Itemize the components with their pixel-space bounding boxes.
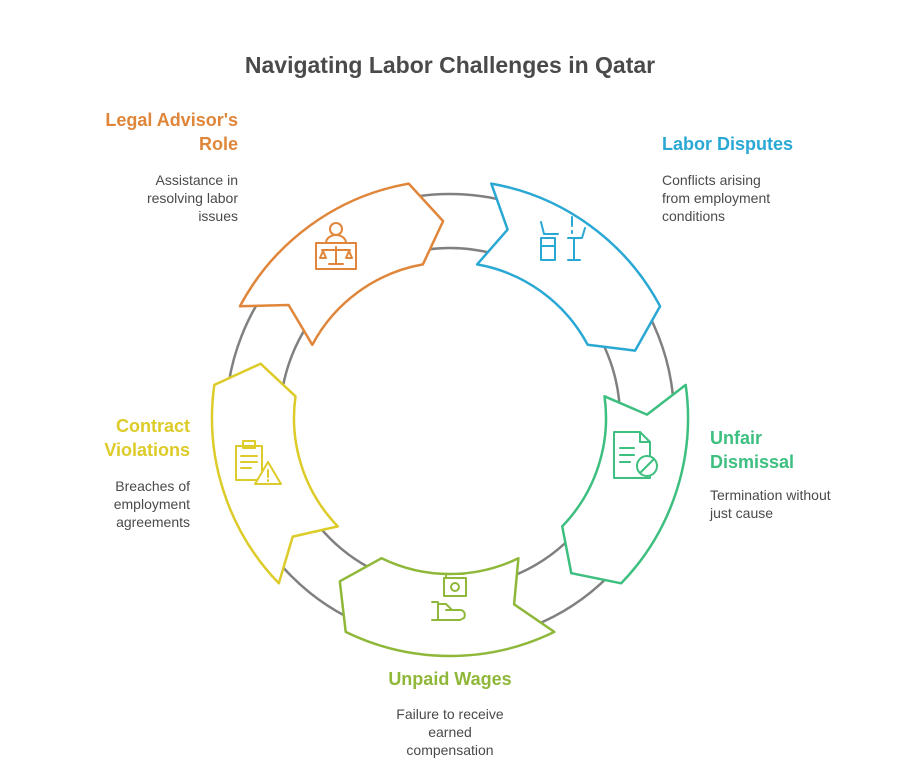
document-prohibited-icon xyxy=(613,431,658,479)
labor-disputes-description: Conflicts arising from employment condit… xyxy=(662,171,882,225)
page-title: Navigating Labor Challenges in Qatar xyxy=(244,52,656,78)
legal-advisor-heading-line2: Role xyxy=(198,134,238,154)
unfair-dismissal-heading: Unfair Dismissal xyxy=(710,426,890,474)
labor-disputes-heading-line1: Labor Disputes xyxy=(662,134,794,154)
legal-advisor-heading-line1: Legal Advisor's xyxy=(105,110,238,130)
unfair-dismissal-heading-line1: Unfair xyxy=(710,428,763,448)
unfair-dismissal-heading-line2: Dismissal xyxy=(710,452,795,472)
unpaid-wages-desc-line1: Failure to receive xyxy=(396,706,504,722)
unpaid-wages-desc-line3: compensation xyxy=(406,742,494,758)
segment-unpaid-wages xyxy=(338,556,556,658)
legal-advisor-description: Assistance in resolving labor issues xyxy=(60,171,238,225)
segment-labor-disputes xyxy=(475,182,662,352)
justice-scale-person-icon xyxy=(315,222,357,270)
hand-money-icon xyxy=(431,573,467,621)
legal-advisor-desc-line2: resolving labor xyxy=(146,190,238,206)
contract-violations-desc-line2: employment xyxy=(113,496,190,512)
legal-advisor-desc-line1: Assistance in xyxy=(155,172,238,188)
unpaid-wages-desc-line2: earned xyxy=(428,724,472,740)
labor-disputes-heading: Labor Disputes xyxy=(662,132,882,156)
unfair-dismissal-description: Termination without just cause xyxy=(710,486,890,522)
unpaid-wages-heading-line1: Unpaid Wages xyxy=(388,669,512,689)
unpaid-wages-heading: Unpaid Wages xyxy=(300,667,600,691)
dispute-desks-icon xyxy=(540,216,586,261)
labor-disputes-desc-line3: conditions xyxy=(662,208,726,224)
contract-violations-heading: Contract Violations xyxy=(10,414,190,462)
segment-unfair-dismissal xyxy=(560,383,690,585)
unfair-dismissal-desc-line1: Termination without xyxy=(710,487,831,503)
legal-advisor-desc-line3: issues xyxy=(198,208,238,224)
contract-violations-desc-line1: Breaches of xyxy=(115,478,190,494)
contract-violations-heading-line2: Violations xyxy=(104,440,190,460)
labor-disputes-desc-line2: from employment xyxy=(662,190,771,206)
clipboard-warning-icon xyxy=(235,440,282,485)
unfair-dismissal-desc-line2: just cause xyxy=(710,505,774,521)
contract-violations-description: Breaches of employment agreements xyxy=(10,477,190,531)
contract-violations-desc-line3: agreements xyxy=(116,514,190,530)
legal-advisor-heading: Legal Advisor's Role xyxy=(60,108,238,156)
unpaid-wages-description: Failure to receive earned compensation xyxy=(300,705,600,759)
contract-violations-heading-line1: Contract xyxy=(115,416,190,436)
labor-disputes-desc-line1: Conflicts arising xyxy=(662,172,761,188)
